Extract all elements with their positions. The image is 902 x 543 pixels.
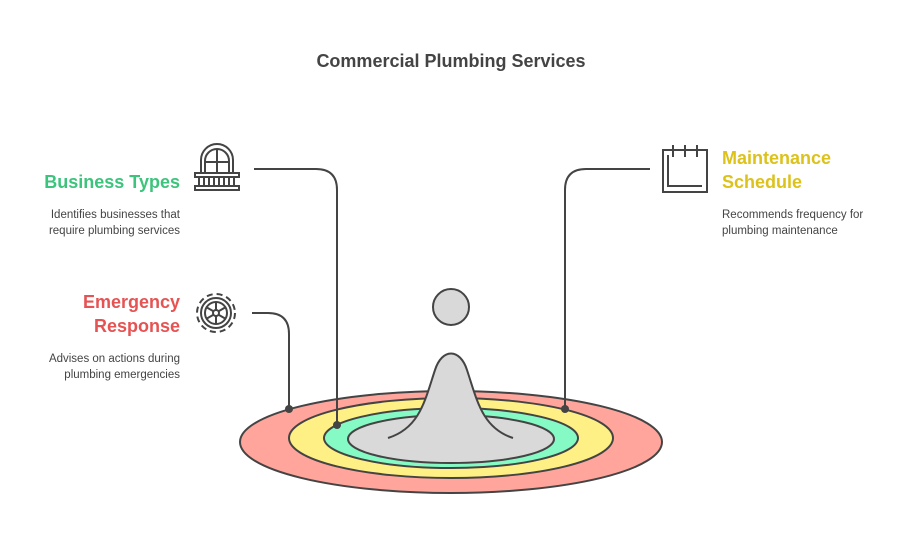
heading-line: Response	[93, 316, 180, 336]
business-types-heading: Business Types	[44, 172, 180, 192]
diagram-title: Commercial Plumbing Services	[316, 51, 586, 71]
description-line: plumbing emergencies	[64, 369, 180, 381]
connector-dot	[285, 405, 293, 413]
maintenance-schedule-heading: Maintenance Schedule	[722, 146, 892, 194]
heading-line: Maintenance	[722, 148, 832, 168]
connector-business-types	[254, 168, 338, 425]
connector-dot	[333, 421, 341, 429]
connector-maintenance-schedule	[564, 168, 650, 409]
description-line: require plumbing services	[48, 225, 180, 237]
description-line: Identifies businesses that	[50, 209, 180, 221]
connector-emergency-response	[252, 312, 290, 409]
description-line: Advises on actions during	[48, 353, 180, 365]
maintenance-schedule-description: Recommends frequency for plumbing mainte…	[722, 207, 892, 239]
heading-line: Emergency	[82, 292, 180, 312]
building-balcony-icon	[194, 143, 240, 191]
water-drop-splash	[387, 352, 514, 439]
connector-dot	[561, 405, 569, 413]
description-line: plumbing maintenance	[722, 225, 838, 237]
calendar-icon	[662, 145, 708, 193]
emergency-response-heading: Emergency Response	[20, 290, 180, 338]
business-types-description: Identifies businesses that require plumb…	[20, 207, 180, 239]
heading-line: Schedule	[722, 172, 803, 192]
emergency-response-description: Advises on actions during plumbing emerg…	[20, 351, 180, 383]
description-line: Recommends frequency for	[722, 209, 864, 221]
gear-wheel-icon	[196, 293, 236, 333]
water-droplet	[432, 288, 470, 326]
